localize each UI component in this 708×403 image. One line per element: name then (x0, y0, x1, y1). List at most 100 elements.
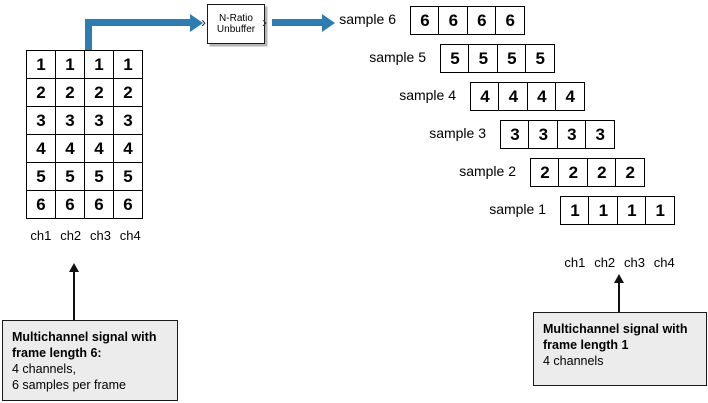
left-note-line3: 4 channels, (12, 362, 76, 376)
block-input-port-icon: › (201, 14, 206, 31)
output-sample-cell: 3 (585, 120, 616, 149)
left-note-line2: frame length 6: (12, 346, 102, 360)
output-channel-label-ch3: ch3 (624, 255, 645, 270)
right-note-line1: Multichannel signal with (543, 322, 688, 336)
output-sample-cell: 2 (615, 158, 646, 187)
output-sample-cell: 4 (498, 82, 529, 111)
output-sample-cell: 1 (645, 196, 676, 225)
output-sample-cell: 6 (410, 6, 440, 35)
output-sample-cell: 3 (500, 120, 530, 149)
right-note-leader-arrow (614, 274, 624, 283)
output-sample-cell: 5 (525, 44, 556, 73)
output-sample-cell: 1 (560, 196, 590, 225)
output-sample-cell: 3 (528, 120, 559, 149)
output-sample-cell: 2 (558, 158, 589, 187)
input-channel-label-ch2: ch2 (60, 228, 82, 243)
input-matrix-cell: 3 (55, 106, 85, 135)
right-note-leader-line (618, 282, 620, 313)
output-sample-cell: 2 (530, 158, 560, 187)
block-label-line1: N-Ratio (219, 13, 253, 24)
left-note-line1: Multichannel signal with (12, 330, 157, 344)
output-sample-cell: 1 (588, 196, 619, 225)
input-matrix-cell: 6 (113, 190, 143, 219)
input-matrix-cell: 1 (55, 50, 85, 79)
input-matrix-cell: 6 (55, 190, 85, 219)
left-note-leader-line (73, 271, 75, 321)
output-sample-cell: 4 (470, 82, 500, 111)
input-matrix-cell: 4 (26, 134, 56, 163)
block-output-port-icon: › (262, 14, 267, 31)
input-matrix-cell: 4 (55, 134, 85, 163)
signal-path-input-horizontal (85, 19, 192, 26)
block-label-line2: Unbuffer (216, 24, 256, 35)
output-sample-row-label: sample 6 (339, 11, 396, 27)
output-sample-cell: 2 (586, 158, 617, 187)
output-channel-labels: ch1 ch2 ch3 ch4 (560, 255, 679, 270)
output-sample-cell: 6 (466, 6, 497, 35)
input-matrix-cell: 2 (55, 78, 85, 107)
input-matrix-cell: 3 (84, 106, 114, 135)
output-sample-cell: 6 (495, 6, 526, 35)
input-matrix-cell: 5 (26, 162, 56, 191)
output-sample-row-label: sample 5 (369, 49, 426, 65)
input-matrix-cell: 4 (113, 134, 143, 163)
right-note-line3: 4 channels (543, 354, 604, 368)
output-sample-row-label: sample 1 (489, 201, 546, 217)
input-matrix-cell: 1 (113, 50, 143, 79)
input-matrix-cell: 4 (84, 134, 114, 163)
signal-path-input-vertical (85, 23, 92, 52)
output-channel-label-ch1: ch1 (564, 255, 586, 270)
left-note-line4: 6 samples per frame (12, 378, 126, 392)
output-sample-cell: 5 (468, 44, 499, 73)
signal-path-output-horizontal (272, 19, 324, 26)
input-channel-label-ch3: ch3 (90, 228, 111, 243)
output-sample-cell: 5 (496, 44, 527, 73)
output-channel-label-ch2: ch2 (594, 255, 616, 270)
input-matrix-cell: 5 (55, 162, 85, 191)
left-note-leader-arrow (69, 263, 79, 272)
signal-path-input-arrowhead (190, 14, 203, 32)
input-channel-label-ch4: ch4 (119, 228, 141, 243)
input-matrix-cell: 5 (113, 162, 143, 191)
input-matrix-cell: 2 (26, 78, 56, 107)
signal-path-output-arrowhead (322, 14, 335, 32)
output-sample-row-label: sample 2 (459, 163, 516, 179)
output-sample-cell: 6 (438, 6, 469, 35)
output-sample-cell: 5 (440, 44, 470, 73)
input-channel-labels: ch1 ch2 ch3 ch4 (26, 228, 145, 243)
input-matrix-cell: 2 (84, 78, 114, 107)
output-sample-cell: 3 (556, 120, 587, 149)
input-channel-label-ch1: ch1 (30, 228, 52, 243)
output-sample-cell: 4 (555, 82, 586, 111)
input-matrix-cell: 6 (26, 190, 56, 219)
n-ratio-unbuffer-block[interactable]: N-Ratio Unbuffer (207, 4, 265, 44)
right-note-line2: frame length 1 (543, 338, 629, 352)
output-sample-cell: 4 (526, 82, 557, 111)
input-matrix-cell: 3 (113, 106, 143, 135)
input-matrix-cell: 3 (26, 106, 56, 135)
output-sample-row-label: sample 4 (399, 87, 456, 103)
input-matrix-cell: 2 (113, 78, 143, 107)
output-channel-label-ch4: ch4 (653, 255, 675, 270)
output-sample-row-label: sample 3 (429, 125, 486, 141)
output-sample-cell: 1 (616, 196, 647, 225)
